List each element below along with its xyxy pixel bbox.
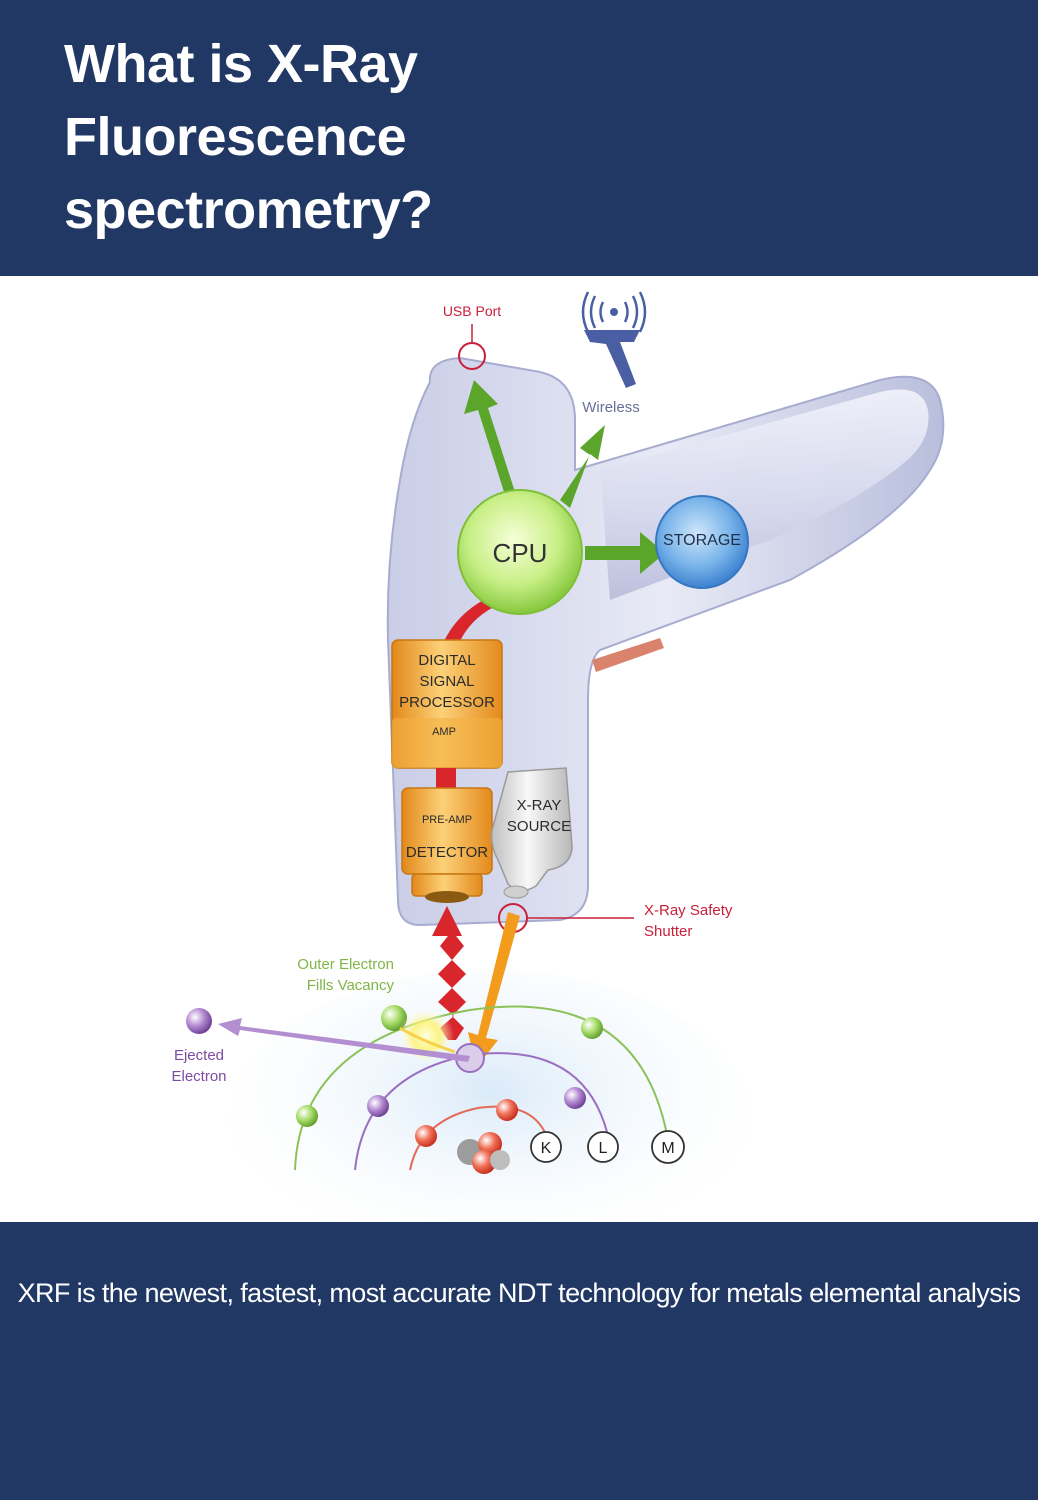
electron-red <box>496 1099 518 1121</box>
outer-electron-label-line2: Fills Vacancy <box>307 977 395 994</box>
cpu-label: CPU <box>493 538 548 568</box>
xray-source-label-line1: X-RAY <box>517 797 562 814</box>
ejected-electron-arrow <box>218 1018 470 1062</box>
ejected-electron <box>186 1008 212 1034</box>
trigger-accent <box>592 638 664 672</box>
xrf-diagram: CPU STORAGE USB Port Wireless DIGITAL SI… <box>0 276 1038 1270</box>
shell-k-label: K <box>541 1140 552 1157</box>
detector-label: DETECTOR <box>406 844 488 861</box>
storage-label: STORAGE <box>663 532 741 549</box>
xray-source-label-line2: SOURCE <box>507 818 571 835</box>
outer-electron-label-line1: Outer Electron <box>297 956 394 973</box>
title-line-1: What is X-Ray <box>64 34 418 94</box>
incident-xray-arrow <box>468 912 520 1068</box>
usb-port-marker <box>458 342 486 370</box>
arrow-cpu-to-usb <box>464 380 515 495</box>
signal-connector <box>436 768 456 788</box>
ejected-label-line2: Electron <box>171 1068 226 1085</box>
atom-nucleus <box>457 1132 510 1174</box>
electron-green <box>296 1105 318 1127</box>
shell-l-label: L <box>599 1140 608 1157</box>
cpu-node <box>457 489 583 615</box>
digital-signal-processor <box>391 639 503 769</box>
electron-red <box>415 1125 437 1147</box>
storage-node <box>655 495 749 589</box>
dsp-label-line1: DIGITAL <box>418 652 475 669</box>
dsp-label-line2: SIGNAL <box>419 673 474 690</box>
vacancy-fill-arrow <box>399 1026 456 1054</box>
footer-banner: XRF is the newest, fastest, most accurat… <box>0 1222 1038 1500</box>
pre-amp-label: PRE-AMP <box>422 814 472 826</box>
shell-marker-l: L <box>587 1131 619 1163</box>
arrow-cpu-to-wireless <box>560 425 605 508</box>
electron-purple <box>367 1095 389 1117</box>
ejected-label-line1: Ejected <box>174 1047 224 1064</box>
title-line-3: spectrometry? <box>64 180 433 240</box>
header-banner: What is X-Ray Fluorescence spectrometry? <box>0 0 1038 276</box>
wireless-tower-icon <box>581 291 647 388</box>
electron-green <box>581 1017 603 1039</box>
wireless-label: Wireless <box>582 399 640 416</box>
shutter-label-line2: Shutter <box>644 923 692 940</box>
electron-purple <box>564 1087 586 1109</box>
xray-source <box>490 767 573 899</box>
page-title: What is X-Ray Fluorescence spectrometry? <box>64 28 433 247</box>
shell-m-label: M <box>661 1140 674 1157</box>
title-line-2: Fluorescence <box>64 107 407 167</box>
amp-label: AMP <box>432 726 456 738</box>
shell-marker-k: K <box>530 1131 562 1163</box>
detector <box>401 787 493 903</box>
arrow-cpu-to-storage <box>585 532 665 574</box>
shell-marker-m: M <box>651 1130 685 1164</box>
fluorescence-arrow <box>432 906 466 1040</box>
usb-port-label: USB Port <box>443 303 501 319</box>
footer-caption: XRF is the newest, fastest, most accurat… <box>17 1278 1021 1308</box>
dsp-label-line3: PROCESSOR <box>399 694 495 711</box>
shutter-label-line1: X-Ray Safety <box>644 902 733 919</box>
xrf-diagram-svg: CPU STORAGE USB Port Wireless DIGITAL SI… <box>171 291 945 1270</box>
